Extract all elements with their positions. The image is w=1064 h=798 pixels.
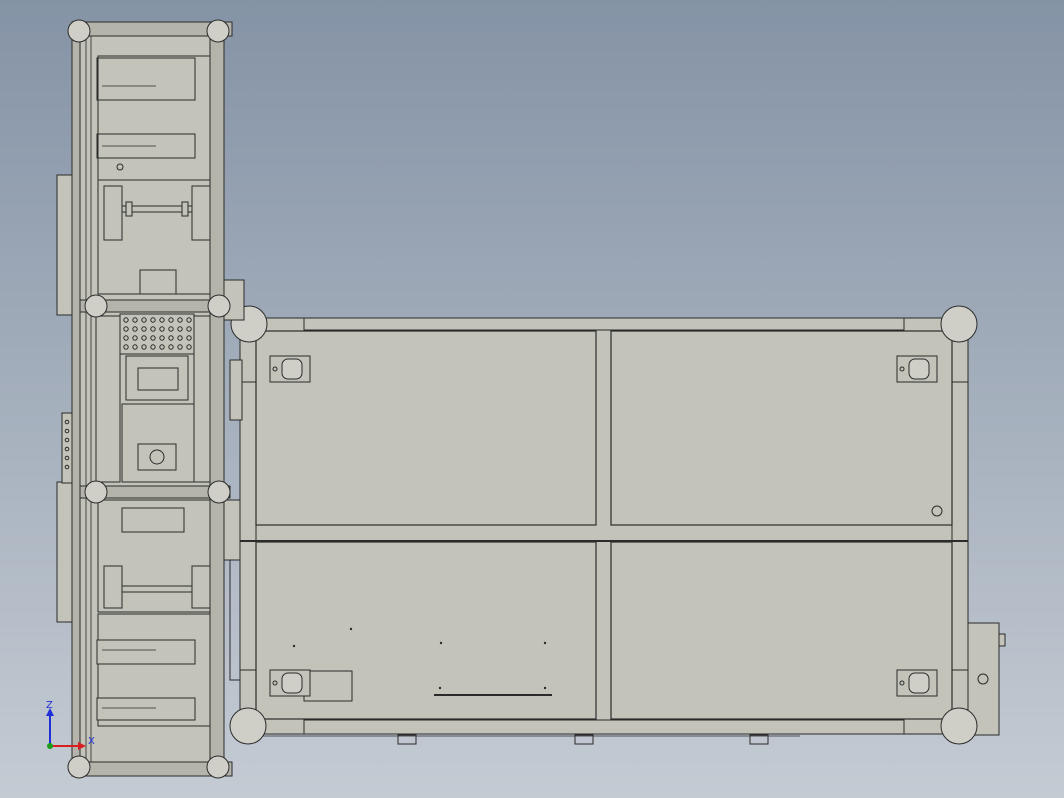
frame-post-3 [84,294,108,318]
upper-shaft [121,205,193,213]
corner-post-bl [229,707,267,745]
main-cabinet [229,305,1006,745]
left-inner-rail [85,29,92,769]
z-axis-head [46,708,54,716]
conveyor-module [56,19,245,779]
slide-plate-4 [96,697,196,721]
panel-screw-dots [292,627,547,690]
caster-1 [269,355,311,383]
frame-post-1 [67,19,91,43]
frame-post-5 [84,480,108,504]
foot-3 [749,734,769,745]
leveling-feet [260,734,800,745]
attachment-hole [977,673,989,685]
lower-bearing-left [103,565,123,609]
left-guide [95,315,121,483]
frame-post-4 [207,294,231,318]
upper-bearing-right [191,185,211,241]
slide-plate-3 [96,639,196,665]
upper-bearing-left [103,185,123,241]
caster-4 [896,669,938,697]
axis-triad: Z X [46,700,95,750]
frame-post-6 [207,480,231,504]
panel-top-right [610,330,953,526]
panel-lock-hole [931,505,943,517]
caster-2 [896,355,938,383]
lower-clamp [121,507,185,533]
right-guide [193,315,211,483]
x-axis-head [78,742,86,750]
right-bracket-2 [229,359,243,421]
perforation-holes [123,317,192,350]
frame-post-2 [206,19,230,43]
corner-post-br [940,707,978,745]
attachment-knob [998,633,1006,647]
right-bracket-4 [229,559,241,681]
lower-drive-bay [97,499,211,613]
left-outer-rail [71,29,81,769]
lower-shaft [121,585,193,593]
transfer-carriage [125,355,189,401]
caster-wheels [269,355,938,697]
foot-2 [574,734,594,745]
panel-bottom-left [255,541,597,720]
right-outer-rail [209,29,225,769]
lift-gear-wheel [149,449,165,465]
x-axis-label: X [88,736,95,747]
y-axis-dot [47,743,53,749]
caster-3 [269,669,311,697]
bay-hole [116,163,124,171]
frame-post-7 [67,755,91,779]
panel-top-left [255,330,597,526]
corner-post-tr [940,305,978,343]
frame-post-8 [206,755,230,779]
lower-bearing-right [191,565,211,609]
right-bracket-3 [223,499,241,561]
lift-gear [137,443,177,471]
slide-plate-1 [96,57,196,101]
upper-motor-mount [139,269,177,295]
carriage-window [137,367,179,391]
lower-bay [97,613,211,727]
panel-bottom-right [610,541,953,720]
foot-1 [397,734,417,745]
z-axis-label: Z [46,700,53,711]
